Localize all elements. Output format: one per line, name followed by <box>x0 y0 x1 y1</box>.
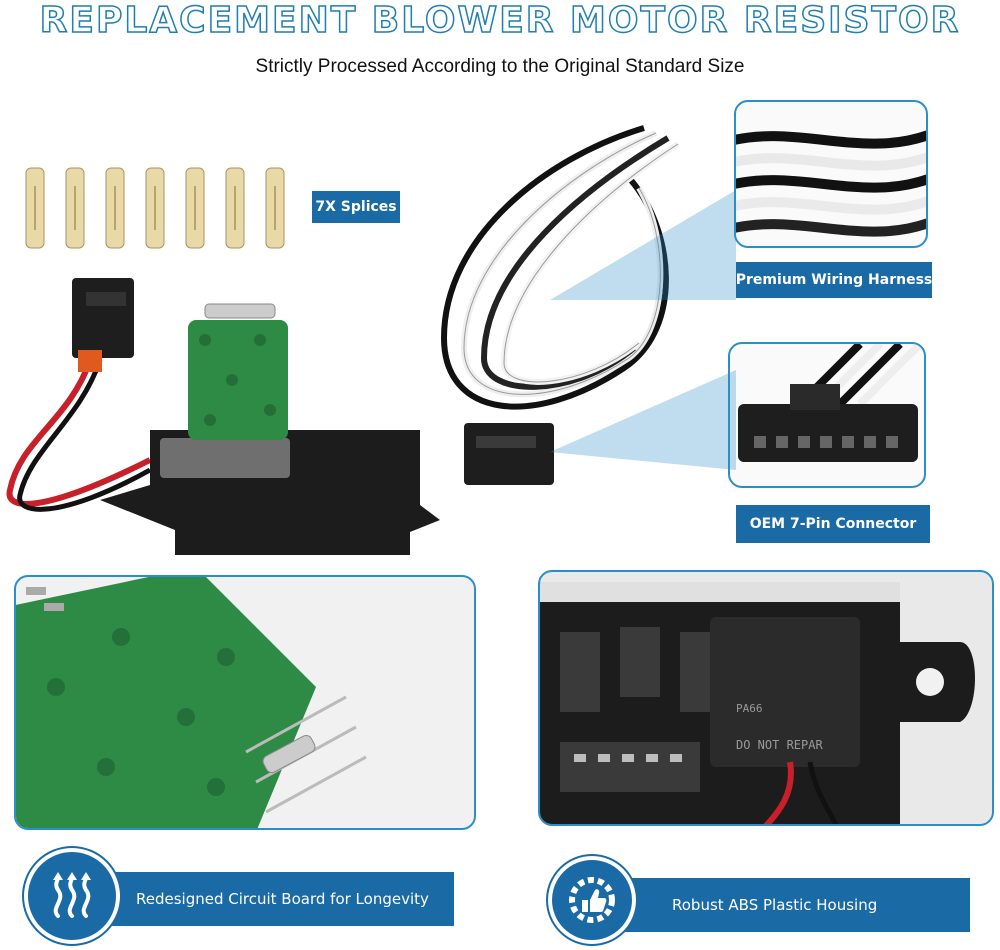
callout-pointers <box>540 180 740 480</box>
page-subtitle: Strictly Processed According to the Orig… <box>255 56 745 77</box>
feature-label-housing: Robust ABS Plastic Housing <box>672 896 878 914</box>
connector-label: OEM 7-Pin Connector <box>736 505 930 543</box>
page-title: REPLACEMENT BLOWER MOTOR RESISTOR <box>39 0 961 42</box>
splices-label: 7X Splices <box>312 191 400 223</box>
pa66-marking: PA66 <box>736 702 763 715</box>
housing-closeup-panel: PA66 DO NOT REPAR <box>538 570 994 826</box>
thumbs-up-gear-icon <box>548 856 636 944</box>
repair-marking: DO NOT REPAR <box>736 738 823 752</box>
wiring-harness-illustration <box>424 118 714 498</box>
circuit-board-closeup-panel <box>14 575 476 830</box>
resistor-assembly-illustration <box>0 270 460 570</box>
splices-illustration <box>22 166 292 250</box>
harness-closeup-panel <box>734 100 928 248</box>
connector-closeup-panel <box>728 342 926 488</box>
feature-banner-circuit-board: Redesigned Circuit Board for Longevity <box>66 872 454 926</box>
feature-banner-housing: Robust ABS Plastic Housing <box>582 878 970 932</box>
harness-label: Premium Wiring Harness <box>736 262 932 298</box>
feature-label-circuit-board: Redesigned Circuit Board for Longevity <box>136 890 429 908</box>
heat-waves-icon <box>24 848 120 944</box>
